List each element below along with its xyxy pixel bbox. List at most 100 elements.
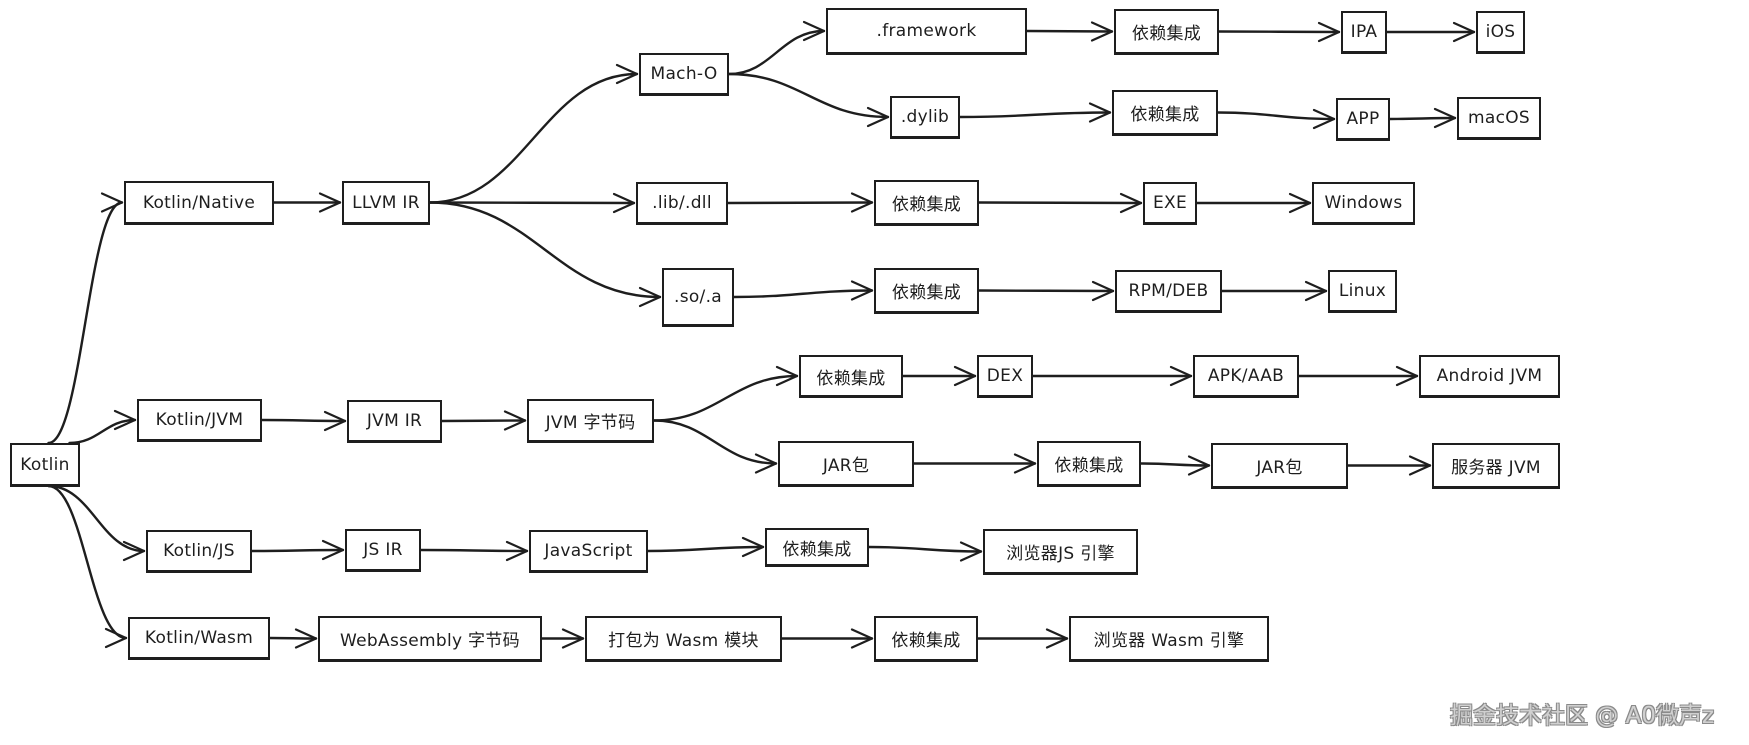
edge-kotlin-to-k_native xyxy=(47,201,124,445)
node-package-wasm-module[interactable]: 打包为 Wasm 模块 xyxy=(585,616,782,661)
edge-k_js-to-js_ir xyxy=(250,548,345,553)
edge-k_jvm-to-jvm_ir xyxy=(260,418,347,423)
arrowhead-icon xyxy=(113,409,137,431)
arrowhead-icon xyxy=(122,540,146,562)
node-browser-wasm-engine[interactable]: 浏览器 Wasm 引擎 xyxy=(1069,616,1269,661)
edge-app-to-macos xyxy=(1388,116,1457,121)
edge-kotlin-to-k_jvm xyxy=(68,418,137,445)
arrowhead-icon xyxy=(754,453,778,474)
arrowhead-icon xyxy=(1395,365,1419,387)
node-ipa[interactable]: IPA xyxy=(1341,11,1387,53)
watermark: 掘金技术社区 @ A0微声z xyxy=(1450,703,1715,729)
arrowhead-icon xyxy=(775,365,799,387)
edge-dep_js-to-browser_js xyxy=(867,545,983,553)
node-kotlin-js[interactable]: Kotlin/JS xyxy=(146,530,252,572)
node-server-jvm[interactable]: 服务器 JVM xyxy=(1432,443,1560,488)
arrowhead-icon xyxy=(503,410,527,431)
node-javascript[interactable]: JavaScript xyxy=(529,530,648,572)
edge-macho-to-framework xyxy=(727,29,826,76)
arrowhead-icon xyxy=(741,536,765,558)
edge-dep_server-to-jar2 xyxy=(1139,462,1211,467)
arrowhead-icon xyxy=(323,410,347,432)
node-webassembly-bytecode[interactable]: WebAssembly 字节码 xyxy=(318,616,542,661)
node-dependency-integration-linux[interactable]: 依赖集成 xyxy=(874,268,979,313)
node-jar-package[interactable]: JAR包 xyxy=(778,441,914,486)
node-ios[interactable]: iOS xyxy=(1476,11,1525,53)
node-kotlin-native[interactable]: Kotlin/Native xyxy=(124,181,274,224)
arrowhead-icon xyxy=(1091,280,1115,302)
edge-dep_win-to-exe xyxy=(977,201,1143,205)
node-kotlin-wasm[interactable]: Kotlin/Wasm xyxy=(128,617,270,659)
arrowhead-icon xyxy=(1408,455,1432,476)
node-kotlin-jvm[interactable]: Kotlin/JVM xyxy=(137,399,262,441)
arrowhead-icon xyxy=(1187,455,1211,476)
arrowhead-icon xyxy=(959,541,983,562)
node-exe[interactable]: EXE xyxy=(1143,182,1197,224)
arrowhead-icon xyxy=(850,280,874,301)
node-dependency-integration-wasm[interactable]: 依赖集成 xyxy=(874,616,978,661)
edge-kotlin-to-k_wasm xyxy=(47,484,128,640)
arrowhead-icon xyxy=(318,192,342,213)
node-app[interactable]: APP xyxy=(1336,98,1390,140)
arrowhead-icon xyxy=(1288,192,1312,214)
node-rpm-deb[interactable]: RPM/DEB xyxy=(1115,270,1222,312)
arrowhead-icon xyxy=(1013,453,1037,474)
node-apk-aab[interactable]: APK/AAB xyxy=(1193,355,1299,397)
node-windows[interactable]: Windows xyxy=(1312,182,1415,224)
node-browser-js-engine[interactable]: 浏览器JS 引擎 xyxy=(983,529,1138,574)
arrowhead-icon xyxy=(802,20,826,42)
node-linux[interactable]: Linux xyxy=(1328,270,1397,312)
node-llvm-ir[interactable]: LLVM IR xyxy=(342,181,430,224)
arrowhead-icon xyxy=(866,106,890,128)
arrowhead-icon xyxy=(850,628,874,649)
arrowhead-icon xyxy=(1119,192,1143,214)
node-dependency-integration-macos[interactable]: 依赖集成 xyxy=(1112,90,1218,135)
edge-jvm_bc-to-jar1 xyxy=(652,419,778,465)
node-framework[interactable]: .framework xyxy=(826,8,1027,54)
edge-llvm_ir-to-macho xyxy=(428,72,639,204)
arrowhead-icon xyxy=(1045,628,1069,649)
arrowhead-icon xyxy=(1317,21,1341,43)
arrowhead-icon xyxy=(612,192,636,214)
arrowhead-icon xyxy=(1312,108,1336,130)
node-jar-package-2[interactable]: JAR包 xyxy=(1211,443,1348,488)
node-mach-o[interactable]: Mach-O xyxy=(639,53,729,95)
arrowhead-icon xyxy=(104,627,128,649)
node-jvm-ir[interactable]: JVM IR xyxy=(347,400,442,442)
arrowhead-icon xyxy=(1169,365,1193,387)
arrowhead-icon xyxy=(638,286,662,308)
arrowhead-icon xyxy=(953,365,977,387)
edge-libdll-to-dep_win xyxy=(726,201,874,205)
edge-framework-to-dep_ios xyxy=(1025,29,1114,33)
arrowhead-icon xyxy=(850,192,874,213)
node-dependency-integration-ios[interactable]: 依赖集成 xyxy=(1114,9,1219,54)
node-lib-dll[interactable]: .lib/.dll xyxy=(636,182,728,224)
node-dylib[interactable]: .dylib xyxy=(890,96,960,138)
edge-dep_linux-to-rpmdeb xyxy=(977,289,1115,293)
arrowhead-icon xyxy=(1433,107,1457,129)
node-js-ir[interactable]: JS IR xyxy=(345,529,421,571)
edge-kotlin-to-k_js xyxy=(47,484,146,553)
arrowhead-icon xyxy=(1090,21,1114,42)
arrowhead-icon xyxy=(615,63,639,85)
node-android-jvm[interactable]: Android JVM xyxy=(1419,355,1560,397)
node-dependency-integration-server[interactable]: 依赖集成 xyxy=(1037,441,1141,486)
edge-llvm_ir-to-libdll xyxy=(428,201,636,205)
edge-dep_macos-to-app xyxy=(1216,111,1336,121)
node-so-a[interactable]: .so/.a xyxy=(662,268,734,326)
node-macos[interactable]: macOS xyxy=(1457,97,1541,139)
node-dependency-integration-windows[interactable]: 依赖集成 xyxy=(874,180,979,225)
edge-jvm_bc-to-dep_android xyxy=(652,374,799,422)
node-kotlin[interactable]: Kotlin xyxy=(10,443,80,486)
edge-soa-to-dep_linux xyxy=(732,289,874,299)
node-dependency-integration-android[interactable]: 依赖集成 xyxy=(799,355,903,397)
arrowhead-icon xyxy=(561,628,585,649)
node-dex[interactable]: DEX xyxy=(977,355,1033,397)
arrowhead-icon xyxy=(505,540,529,562)
node-jvm-bytecode[interactable]: JVM 字节码 xyxy=(527,399,654,442)
edge-jvm_ir-to-jvm_bc xyxy=(440,419,527,423)
edge-js_ir-to-javascript xyxy=(419,548,529,553)
arrowhead-icon xyxy=(321,539,345,561)
arrowhead-icon xyxy=(1088,102,1112,123)
node-dependency-integration-js[interactable]: 依赖集成 xyxy=(765,528,869,566)
